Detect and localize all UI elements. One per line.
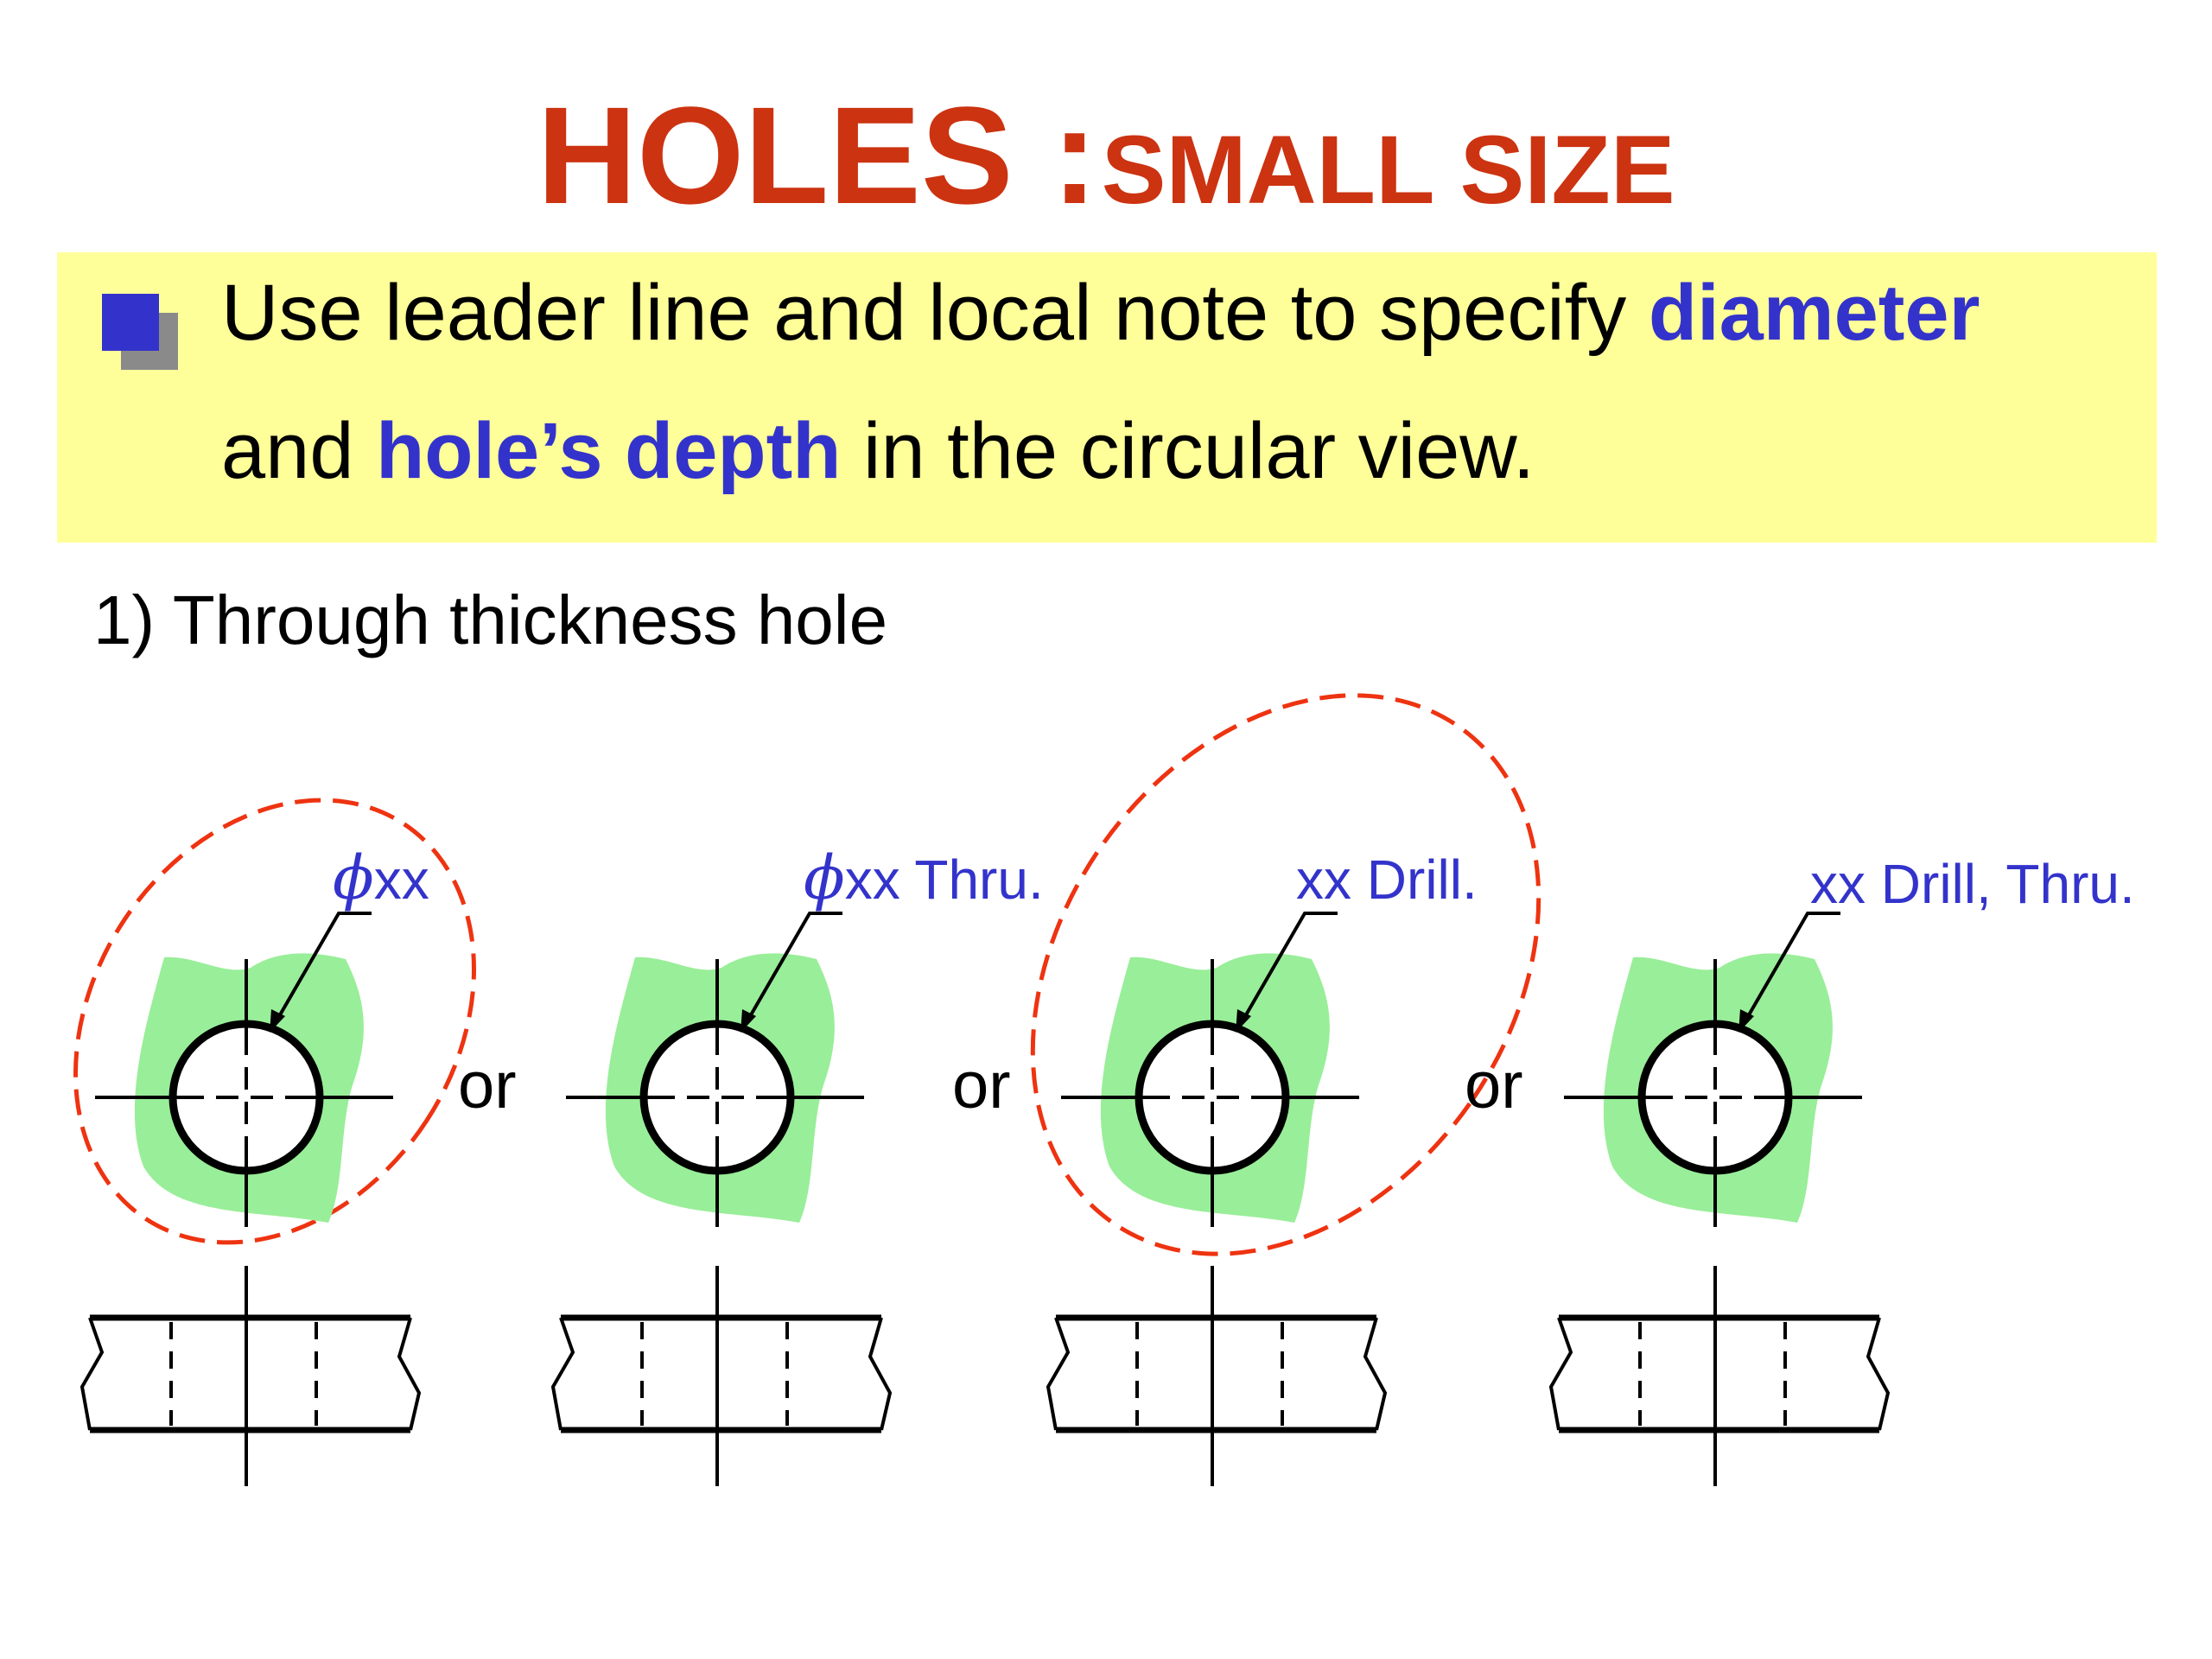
hole-view-2 [550,912,893,1486]
section-view [1048,1318,1385,1430]
title-main: HOLES : [537,78,1098,232]
note-line-2: and hole’s depth in the circular view. [221,406,1535,497]
note-box: Use leader line and local note to specif… [57,252,2157,543]
title-sub: SMALL SIZE [1101,116,1675,224]
highlight-ellipse-1 [73,798,476,1245]
or-separator-3: or [1465,1049,1523,1122]
note-text: Use leader line and local note to specif… [221,269,1649,357]
section-view [1551,1318,1888,1430]
callout-3: xx Drill. [1296,849,1478,911]
leader-arrow [1738,1009,1754,1033]
slide-title: HOLES : SMALL SIZE [0,76,2212,235]
or-separator-1: or [458,1049,517,1122]
note-text: and [221,407,377,495]
callout-2: ϕxx Thru. [804,842,1044,913]
section-view [82,1318,419,1430]
highlight-ellipse-3 [1030,693,1541,1256]
callout-text: xx [374,849,429,911]
hole-view-4 [1548,912,1891,1486]
leader-line [1239,912,1338,1026]
callout-4: xx Drill, Thru. [1810,853,2135,915]
phi-symbol: ϕ [333,842,374,913]
or-separator-2: or [952,1049,1011,1122]
bullet-square-icon [102,294,178,370]
hole-view-3 [1046,912,1388,1486]
callout-text: xx Drill. [1296,849,1478,911]
leader-line [1742,912,1840,1026]
callout-1: ϕxx [333,842,429,913]
section-view [553,1318,890,1430]
note-highlight-diameter: diameter [1648,269,1980,357]
note-text: in the circular view. [841,407,1535,495]
leader-arrow [741,1009,756,1033]
callout-text: xx Drill, Thru. [1810,853,2135,915]
hole-view-1 [79,912,422,1486]
callout-text: xx Thru. [845,849,1044,911]
section-heading: 1) Through thickness hole [93,582,888,658]
note-line-1: Use leader line and local note to specif… [221,268,1980,359]
leader-line [273,912,372,1026]
note-highlight-depth: hole’s depth [376,407,842,495]
leader-arrow [270,1009,285,1033]
leader-line [744,912,842,1026]
leader-arrow [1236,1009,1251,1033]
phi-symbol: ϕ [804,842,845,913]
